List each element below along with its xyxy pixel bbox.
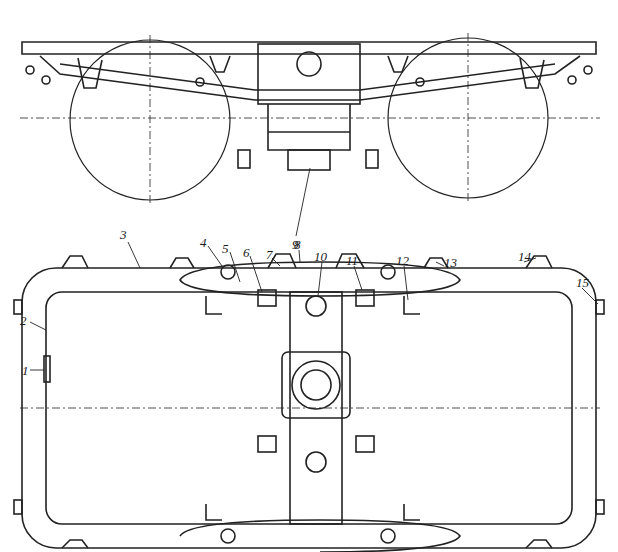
- callout-number: 6: [243, 246, 250, 259]
- callout-number: 8: [294, 238, 301, 251]
- callout-number: 12: [396, 254, 409, 267]
- leader-lines: [30, 168, 598, 370]
- callout-number: 7: [266, 248, 273, 261]
- callout-number: 11: [346, 254, 358, 267]
- callout-number: 5: [222, 242, 229, 255]
- callout-number: 1: [22, 364, 29, 377]
- side-elevation: [20, 33, 600, 205]
- callout-number: 14: [518, 250, 531, 263]
- callout-number: 13: [444, 256, 457, 269]
- callout-number: 15: [576, 276, 589, 289]
- callout-number: 3: [120, 228, 127, 241]
- callout-number: 2: [20, 314, 27, 327]
- callout-number: 4: [200, 236, 207, 249]
- callout-number: 10: [314, 250, 327, 263]
- plan-view: [14, 254, 604, 552]
